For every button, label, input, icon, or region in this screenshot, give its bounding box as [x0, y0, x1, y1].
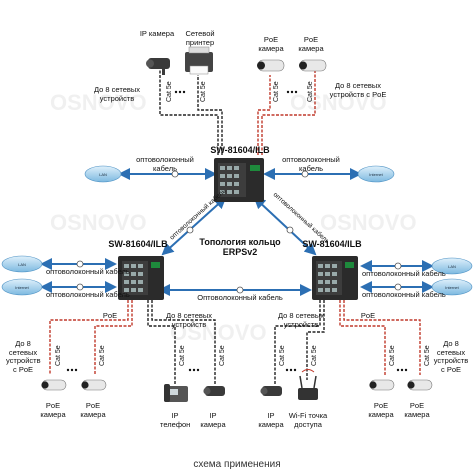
svg-text:OSNOVO: OSNOVO — [170, 320, 267, 345]
cloud-label: Internet — [445, 285, 459, 290]
cable-label: Cat 5e — [219, 345, 226, 366]
poe-camera-icon — [41, 379, 67, 391]
cable-label: Cat 5e — [166, 81, 173, 102]
ip-phone-icon — [164, 384, 188, 402]
switch-top-label: SW-81604/ILB — [210, 145, 270, 155]
cable-label: Cat 5e — [179, 345, 186, 366]
wifi-ap-label: Wi-Fi точка доступа — [288, 411, 328, 429]
ip-camera-icon — [203, 386, 225, 396]
top-printer-label: Сетевой принтер — [185, 29, 215, 47]
cable-label: Cat 5e — [311, 345, 318, 366]
svg-text:OSNOVO: OSNOVO — [290, 90, 387, 115]
cloud-lan-top: LAN — [84, 165, 122, 183]
switch-left-icon — [118, 256, 164, 300]
copper-cables-right-switch — [274, 300, 421, 385]
fiber-right-lan-label: оптоволоконный кабель — [362, 269, 446, 278]
fiber-top-left-label: оптоволоконный кабель — [136, 155, 194, 173]
left-poe-camera-label: PoE камера — [40, 401, 66, 419]
copper-cables-top-left — [159, 70, 223, 155]
svg-text:OSNOVO: OSNOVO — [50, 90, 147, 115]
top-left-devices-label: До 8 сетевых устройств — [94, 85, 140, 103]
svg-text:OSNOVO: OSNOVO — [50, 210, 147, 235]
ring-title-line1: Топология кольцо — [199, 237, 281, 247]
copper-cables-top-right — [257, 70, 316, 155]
left-poe-camera-label: PoE камера — [80, 401, 106, 419]
watermark: OSNOVO OSNOVO OSNOVO OSNOVO OSNOVO — [50, 90, 417, 345]
cloud-label: LAN — [448, 264, 456, 269]
fiber-ring — [158, 196, 317, 296]
switch-right-label: SW-81604/ILB — [302, 239, 362, 249]
cloud-label: LAN — [99, 172, 107, 177]
cloud-label: LAN — [18, 262, 26, 267]
fiber-top-right-label: оптоволоконный кабель — [282, 155, 340, 173]
left-devices-mid-label: До 8 сетевых устройств — [166, 311, 212, 329]
cat5e-labels: Cat 5e Cat 5e Cat 5e Cat 5e Cat 5e Cat 5… — [55, 81, 431, 366]
fiber-right-internet-label: оптоволоконный кабель — [362, 290, 446, 299]
left-poe-devices-label: До 8 сетевых устройств с PoE — [6, 339, 41, 374]
right-poe-devices-label: До 8 сетевых устройств с PoE — [433, 339, 469, 374]
cloud-internet-left: Internet — [1, 278, 43, 296]
cloud-label: Internet — [15, 285, 29, 290]
poe-camera-icon — [257, 59, 285, 72]
fiber-connectors — [76, 170, 402, 294]
fiber-left-lan-label: оптоволоконный кабель — [46, 267, 130, 276]
top-poe-camera-label: PoE камера — [298, 35, 324, 53]
top-right-devices-label: До 8 сетевых устройств с PoE — [329, 81, 387, 99]
cloud-lan-right: LAN — [431, 257, 473, 275]
right-devices-mid-label: До 8 сетевых устройств — [278, 311, 324, 329]
cable-label: Cat 5e — [273, 81, 280, 102]
printer-icon — [185, 46, 213, 75]
fiber-bottom-label: Оптоволоконный кабель — [197, 293, 283, 302]
copper-cables-left-switch — [49, 300, 216, 385]
right-poe-camera-label: PoE камера — [368, 401, 394, 419]
more-devices-dots — [66, 90, 408, 372]
switch-top-icon — [214, 158, 264, 202]
top-poe-camera-label: PoE камера — [258, 35, 284, 53]
wifi-access-point-icon — [298, 369, 318, 400]
cable-label: Cat 5e — [279, 345, 286, 366]
cloud-internet-top: Internet — [357, 165, 395, 183]
fiber-left-internet-label: оптоволоконный кабель — [46, 290, 130, 299]
ip-camera-icon — [260, 386, 282, 396]
cloud-internet-right: Internet — [431, 278, 473, 296]
poe-label-right: PoE — [360, 311, 376, 320]
ring-title-line2: ERPSv2 — [222, 247, 258, 257]
svg-text:OSNOVO: OSNOVO — [320, 210, 417, 235]
fiber-label: оптоволоконный кабель — [168, 187, 228, 242]
footer-caption: схема применения — [193, 459, 281, 470]
cable-label: Cat 5e — [389, 345, 396, 366]
left-ip-camera-label: IP камера — [200, 411, 226, 429]
ip-camera-icon — [146, 58, 170, 75]
cable-label: Cat 5e — [99, 345, 106, 366]
top-ip-camera-label: IP камера — [139, 29, 175, 38]
poe-label-left: PoE — [102, 311, 118, 320]
switch-right-icon — [312, 256, 358, 300]
cable-label: Cat 5e — [55, 345, 62, 366]
cloud-label: Internet — [369, 172, 383, 177]
cloud-lan-left: LAN — [1, 255, 43, 273]
cable-label: Cat 5e — [307, 81, 314, 102]
cable-label: Cat 5e — [424, 345, 431, 366]
poe-camera-icon — [369, 379, 395, 391]
poe-camera-icon — [407, 379, 433, 391]
switch-left-label: SW-81604/ILB — [108, 239, 168, 249]
right-ip-camera-label: IP камера — [258, 411, 284, 429]
ip-phone-label: IP телефон — [160, 411, 191, 429]
poe-camera-icon — [81, 379, 107, 391]
right-poe-camera-label: PoE камера — [404, 401, 430, 419]
poe-camera-icon — [299, 59, 327, 72]
cable-label: Cat 5e — [200, 81, 207, 102]
